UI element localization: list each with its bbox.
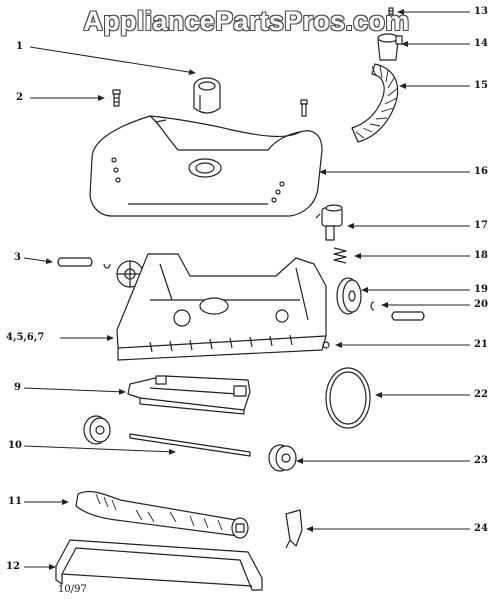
- part-24-bracket: [285, 509, 303, 549]
- part-9-baseplate: [127, 375, 251, 415]
- callout-14: 14: [474, 38, 488, 49]
- part-21-clip: [322, 341, 330, 349]
- callout-1: 1: [16, 41, 23, 52]
- part-4-base: [116, 253, 327, 361]
- part-1-fitting: [193, 77, 221, 114]
- callout-2: 2: [16, 92, 23, 103]
- callout-24: 24: [474, 523, 488, 534]
- part-15-hose: [351, 63, 399, 143]
- callout-9: 9: [14, 382, 21, 393]
- callout-15: 15: [474, 80, 488, 91]
- leader-lines: [23, 9, 470, 570]
- callout-20: 20: [474, 299, 488, 310]
- callout-19: 19: [474, 284, 488, 295]
- part-17-switch: [315, 204, 343, 241]
- callout-16: 16: [474, 166, 488, 177]
- part-23-end-cap: [268, 444, 297, 472]
- callout-13: 13: [474, 6, 488, 17]
- date-code: 10/97: [58, 584, 87, 595]
- callout-4-5-6-7: 4,5,6,7: [6, 332, 45, 343]
- part-20-axle: [370, 301, 425, 321]
- part-10-rod: [129, 433, 251, 457]
- part-13-screw: [388, 7, 394, 19]
- callout-22: 22: [474, 389, 488, 400]
- part-16-hood: [89, 115, 323, 217]
- callout-12: 12: [6, 561, 20, 572]
- part-19-wheel: [336, 277, 362, 315]
- part-14-hose-coupling: [377, 33, 403, 61]
- callout-3: 3: [14, 252, 21, 263]
- part-10-end-cap: [83, 415, 111, 445]
- part-2-screw: [112, 89, 121, 107]
- callout-10: 10: [8, 440, 22, 451]
- callout-21: 21: [474, 339, 488, 350]
- callout-23: 23: [474, 455, 488, 466]
- watermark: AppliancePartsPros.com: [83, 6, 410, 36]
- part-18-spring: [333, 247, 347, 264]
- callout-11: 11: [8, 496, 22, 507]
- part-11-brushroll: [75, 490, 249, 539]
- part-2-screw-second: [300, 99, 308, 117]
- part-12-bumper: [55, 539, 263, 591]
- part-22-belt: [325, 367, 371, 429]
- callout-17: 17: [474, 220, 488, 231]
- part-3-axle: [57, 257, 111, 269]
- callout-18: 18: [474, 250, 488, 261]
